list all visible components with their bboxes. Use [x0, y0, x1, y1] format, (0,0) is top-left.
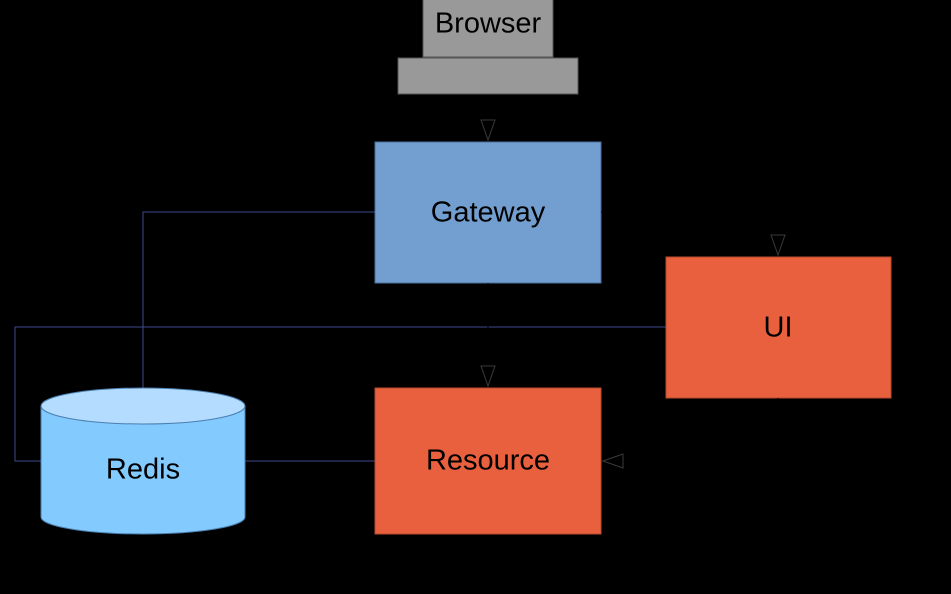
- redis-cylinder-top: [40, 387, 246, 425]
- browser-monitor: [422, 0, 554, 58]
- resource-node: Resource: [374, 387, 602, 535]
- redis-label: Redis: [106, 454, 180, 486]
- ui-label: UI: [764, 312, 793, 344]
- gateway-label: Gateway: [431, 197, 546, 229]
- arrow-head-browser-gateway: [480, 119, 496, 142]
- resource-box: [374, 387, 602, 535]
- gateway-node: Gateway: [374, 141, 602, 284]
- arrow-head-ui-resource: [601, 453, 624, 469]
- connector-gateway-redis: [142, 211, 375, 388]
- arrow-gateway-ui: [601, 211, 786, 257]
- redis-node: Redis: [40, 387, 246, 535]
- browser-label: Browser: [435, 8, 542, 40]
- browser-base: [397, 57, 579, 95]
- arrow-gateway-resource: [480, 283, 496, 388]
- resource-label: Resource: [426, 445, 550, 477]
- arrow-head-gateway-ui: [770, 234, 786, 257]
- arrow-ui-resource: [601, 398, 779, 469]
- gateway-box: [374, 141, 602, 284]
- connector-ui-redis: [14, 326, 666, 462]
- ui-box: [665, 256, 892, 399]
- redis-connectors: [14, 211, 666, 462]
- redis-cylinder-body: [40, 405, 246, 535]
- browser-node: Browser: [397, 0, 579, 95]
- arrow-head-gateway-resource: [480, 365, 496, 388]
- ui-node: UI: [665, 256, 892, 399]
- arrow-browser-gateway: [480, 95, 496, 142]
